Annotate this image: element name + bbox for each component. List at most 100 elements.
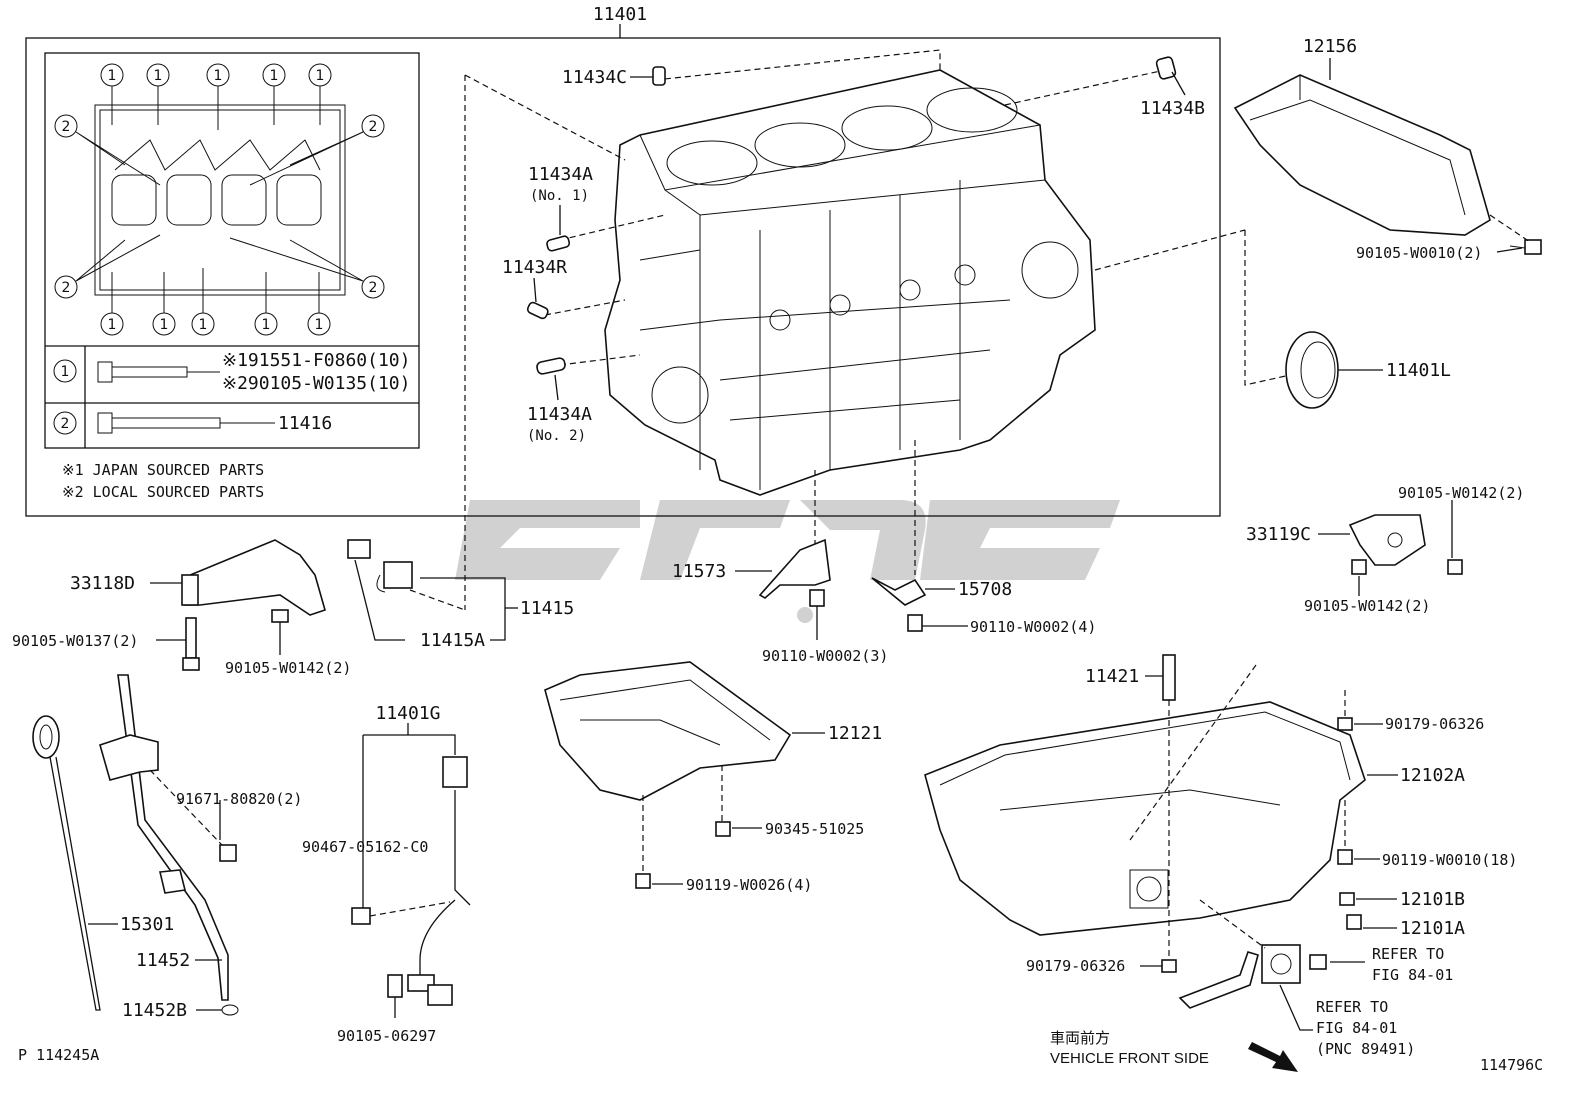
inset-callouts-1-top: 1 1 1 1 1 — [100, 63, 332, 130]
label-fig-84-01-2[interactable]: FIG 84-01 — [1316, 1019, 1397, 1037]
pin-11434a-no1: 11434A (No. 1) — [528, 164, 593, 252]
label-11434C[interactable]: 11434C — [562, 67, 627, 88]
label-90105-W0142-left[interactable]: 90105-W0142(2) — [225, 659, 351, 677]
svg-text:2: 2 — [62, 280, 71, 296]
label-91671-80820[interactable]: 91671-80820(2) — [176, 790, 302, 808]
cylinder-block-drawing — [604, 69, 1096, 496]
part-11415-sensor: 11415A 11415 — [347, 539, 574, 651]
label-33118D[interactable]: 33118D — [70, 573, 135, 594]
block-dashed-guides — [464, 49, 1291, 610]
svg-text:1: 1 — [199, 317, 208, 333]
label-90345-51025[interactable]: 90345-51025 — [765, 820, 864, 838]
label-11401G[interactable]: 11401G — [375, 703, 440, 724]
part-11452-guide: 91671-80820(2) 11452 11452B — [99, 674, 302, 1021]
part-15708-jet: 15708 90110-W0002(4) — [871, 577, 1096, 636]
label-90179-06326-bottom[interactable]: 90179-06326 — [1026, 957, 1125, 975]
svg-text:1: 1 — [262, 317, 271, 333]
label-11452[interactable]: 11452 — [136, 950, 190, 971]
label-no2: (No. 2) — [527, 428, 586, 444]
label-15301[interactable]: 15301 — [120, 914, 174, 935]
label-12156[interactable]: 12156 — [1303, 36, 1357, 57]
pin-11434a-no2: 11434A (No. 2) — [527, 357, 592, 444]
bolt-w0137 — [182, 617, 200, 671]
svg-text:1: 1 — [270, 68, 279, 84]
part-33119c-bracket: 90105-W0142(2) 33119C 90105-W0142(2) — [1246, 484, 1524, 615]
pin-11434c: 11434C — [562, 66, 666, 88]
svg-text:2: 2 — [369, 119, 378, 135]
label-11415[interactable]: 11415 — [520, 598, 574, 619]
label-90105-W0137[interactable]: 90105-W0137(2) — [12, 632, 138, 650]
label-11434B[interactable]: 11434B — [1140, 98, 1205, 119]
label-90105-W0142-right[interactable]: 90105-W0142(2) — [1304, 597, 1430, 615]
bolt-w0142-left — [271, 609, 289, 655]
label-pnc-89491[interactable]: (PNC 89491) — [1316, 1040, 1415, 1058]
inset-callouts-1-bottom: 1 1 1 1 1 — [100, 268, 331, 336]
label-90105-W0010[interactable]: 90105-W0010(2) — [1356, 244, 1482, 262]
label-11401L[interactable]: 11401L — [1386, 360, 1451, 381]
part-12102a-oil-pan-lower: 12102A 11421 90179-06326 90119-W0010(18)… — [924, 654, 1517, 1058]
diagram-code-left: P 114245A — [18, 1046, 99, 1064]
label-refer-to-1: REFER TO — [1372, 945, 1444, 963]
label-refer-to-2: REFER TO — [1316, 998, 1388, 1016]
label-15708[interactable]: 15708 — [958, 579, 1012, 600]
note-local-sourced: ※2 LOCAL SOURCED PARTS — [62, 483, 264, 501]
part-11401g-harness: 11401G 90467-05162-C0 90105-06297 — [302, 703, 471, 1045]
label-90119-W0010-18[interactable]: 90119-W0010(18) — [1382, 851, 1517, 869]
label-11573[interactable]: 11573 — [672, 561, 726, 582]
inset-callouts-2: 2 2 2 2 — [54, 114, 385, 299]
label-12101A[interactable]: 12101A — [1400, 918, 1465, 939]
label-11434R[interactable]: 11434R — [502, 257, 567, 278]
label-11434A-no1[interactable]: 11434A — [528, 164, 593, 185]
front-side-label-jp: 車両前方 — [1050, 1029, 1110, 1047]
inset-row1-bolt: 1 ※191551-F0860(10) ※290105-W0135(10) — [53, 350, 410, 394]
label-90467-05162-C0[interactable]: 90467-05162-C0 — [302, 838, 428, 856]
label-12102A[interactable]: 12102A — [1400, 765, 1465, 786]
label-90105-06297[interactable]: 90105-06297 — [337, 1027, 436, 1045]
svg-text:2: 2 — [61, 416, 70, 432]
svg-text:1: 1 — [160, 317, 169, 333]
label-11421[interactable]: 11421 — [1085, 666, 1139, 687]
pin-11434r: 11434R — [502, 257, 567, 320]
svg-text:2: 2 — [62, 119, 71, 135]
svg-text:1: 1 — [61, 364, 70, 380]
bolt-inset-panel: 1 1 1 1 1 1 1 1 1 1 2 2 2 2 — [44, 52, 420, 501]
label-90110-W0002-3[interactable]: 90110-W0002(3) — [762, 647, 888, 665]
inset-row2-bolt: 2 11416 — [53, 411, 332, 435]
main-block-frame — [25, 37, 1221, 517]
front-direction-arrow-icon — [1248, 1042, 1298, 1072]
svg-text:1: 1 — [315, 317, 324, 333]
label-11452B[interactable]: 11452B — [122, 1000, 187, 1021]
block-cylinder-bores — [666, 87, 1018, 186]
part-11573-baffle: 11573 90110-W0002(3) — [672, 538, 888, 665]
inset-cylinder-bores — [111, 139, 322, 226]
label-12121[interactable]: 12121 — [828, 723, 882, 744]
watermark-logo — [455, 500, 1120, 623]
label-33119C[interactable]: 33119C — [1246, 524, 1311, 545]
label-91551-F0860[interactable]: ※191551-F0860(10) — [222, 350, 410, 371]
label-90179-06326-top[interactable]: 90179-06326 — [1385, 715, 1484, 733]
part-11401l-seal: 11401L — [1285, 331, 1451, 409]
label-12101B[interactable]: 12101B — [1400, 889, 1465, 910]
label-fig-84-01-1[interactable]: FIG 84-01 — [1372, 966, 1453, 984]
pin-11434b: 11434B — [1140, 56, 1205, 119]
label-no1: (No. 1) — [530, 188, 589, 204]
label-90119-W0026[interactable]: 90119-W0026(4) — [686, 876, 812, 894]
label-11401[interactable]: 11401 — [593, 4, 647, 25]
label-11434A-no2[interactable]: 11434A — [527, 404, 592, 425]
front-side-label-en: VEHICLE FRONT SIDE — [1050, 1050, 1209, 1067]
part-12121-oil-pan-upper: 12121 90345-51025 90119-W0026(4) — [544, 661, 882, 894]
bolt-w0010 — [1489, 214, 1542, 255]
label-90105-W0142-top[interactable]: 90105-W0142(2) — [1398, 484, 1524, 502]
part-33118d-bracket: 33118D 90105-W0137(2) 90105-W0142(2) — [12, 539, 351, 677]
label-90105-W0135[interactable]: ※290105-W0135(10) — [222, 373, 410, 394]
svg-text:1: 1 — [108, 68, 117, 84]
svg-text:1: 1 — [316, 68, 325, 84]
label-11415A[interactable]: 11415A — [420, 630, 485, 651]
svg-text:1: 1 — [154, 68, 163, 84]
diagram-code-right: 114796C — [1480, 1056, 1543, 1074]
label-11416[interactable]: 11416 — [278, 413, 332, 434]
label-90110-W0002-4[interactable]: 90110-W0002(4) — [970, 618, 1096, 636]
part-12156-cover: 12156 90105-W0010(2) — [1233, 36, 1542, 262]
svg-text:1: 1 — [108, 317, 117, 333]
